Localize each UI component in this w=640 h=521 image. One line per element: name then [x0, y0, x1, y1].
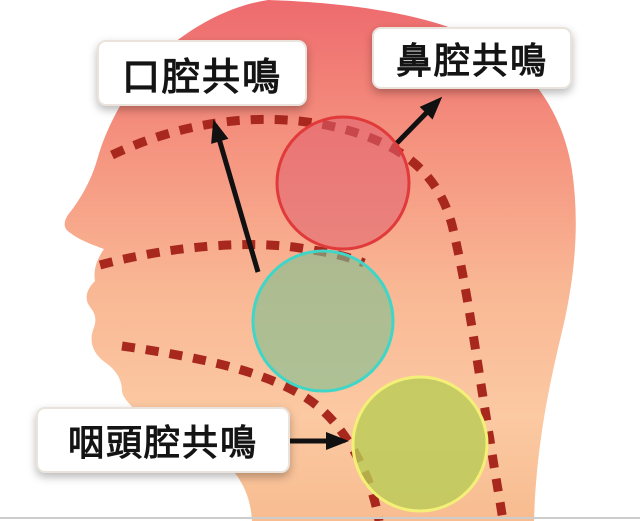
- arrow-nasal: [395, 96, 443, 145]
- label-nasal-resonance-text: 鼻腔共鳴: [395, 40, 548, 81]
- slide-bottom-border: [0, 517, 640, 519]
- label-nasal-resonance: 鼻腔共鳴: [372, 27, 572, 89]
- pharyngeal-cavity-circle: [351, 375, 489, 513]
- arrow-oral: [211, 119, 261, 273]
- label-pharyngeal-resonance-text: 咽頭腔共鳴: [67, 422, 258, 463]
- dotted-line-tongue-throat: [121, 341, 384, 521]
- label-oral-resonance: 口腔共鳴: [97, 40, 307, 106]
- nasal-cavity-circle: [275, 115, 411, 251]
- label-pharyngeal-resonance: 咽頭腔共鳴: [36, 407, 290, 473]
- oral-cavity-circle: [251, 249, 395, 393]
- label-oral-resonance-text: 口腔共鳴: [121, 56, 282, 99]
